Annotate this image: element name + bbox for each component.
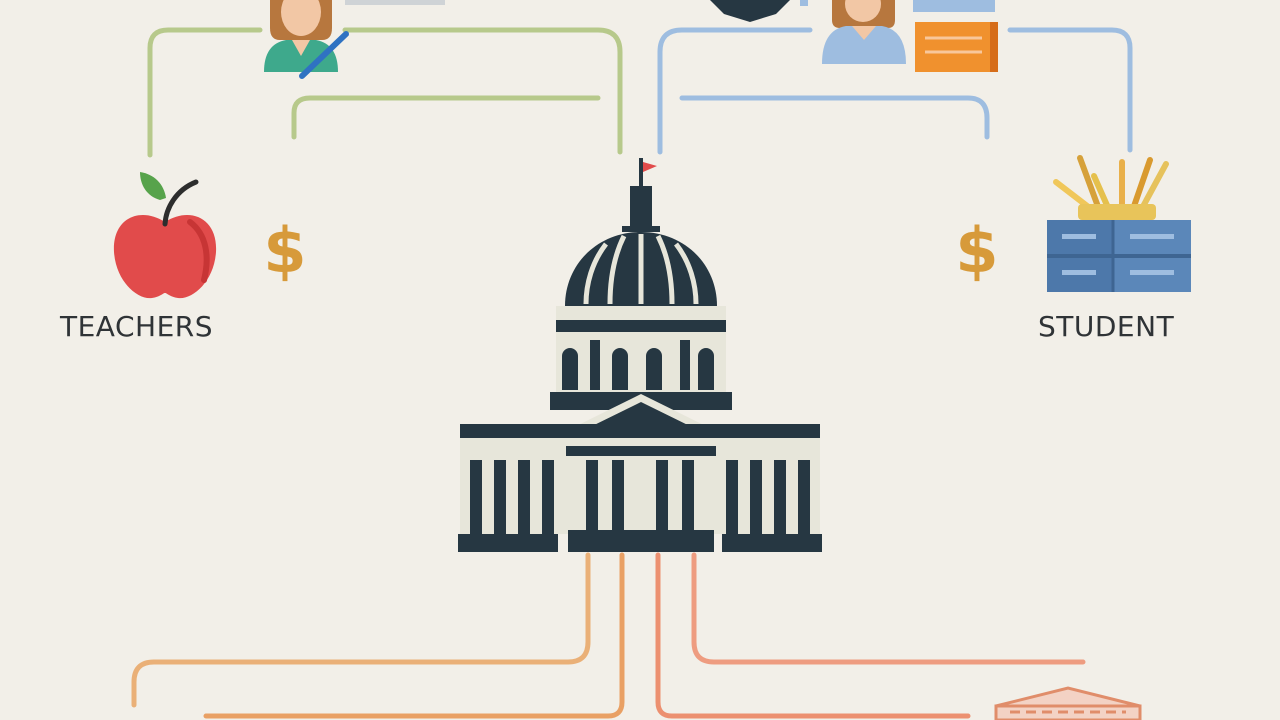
capitol-building-icon [458,158,822,552]
student-avatar-icon [822,0,906,64]
pencil-cup-icon [1053,155,1169,220]
apple-icon [113,172,217,299]
filing-cabinet-icon [1047,220,1191,292]
teacher-avatar-icon [264,0,349,79]
dollar-sign-left: $ [263,214,306,287]
dollar-sign-right: $ [955,214,998,287]
teachers-label: TEACHERS [60,310,213,343]
student-connector-lines [657,27,1133,155]
funding-connector-lines [131,552,1086,719]
teacher-connector-lines [147,27,623,158]
small-building-icon [994,686,1142,720]
graduation-cap-icon [710,0,808,22]
student-label: STUDENT [1038,310,1175,343]
books-icon [913,0,998,72]
teacher-note-bar [345,0,445,5]
